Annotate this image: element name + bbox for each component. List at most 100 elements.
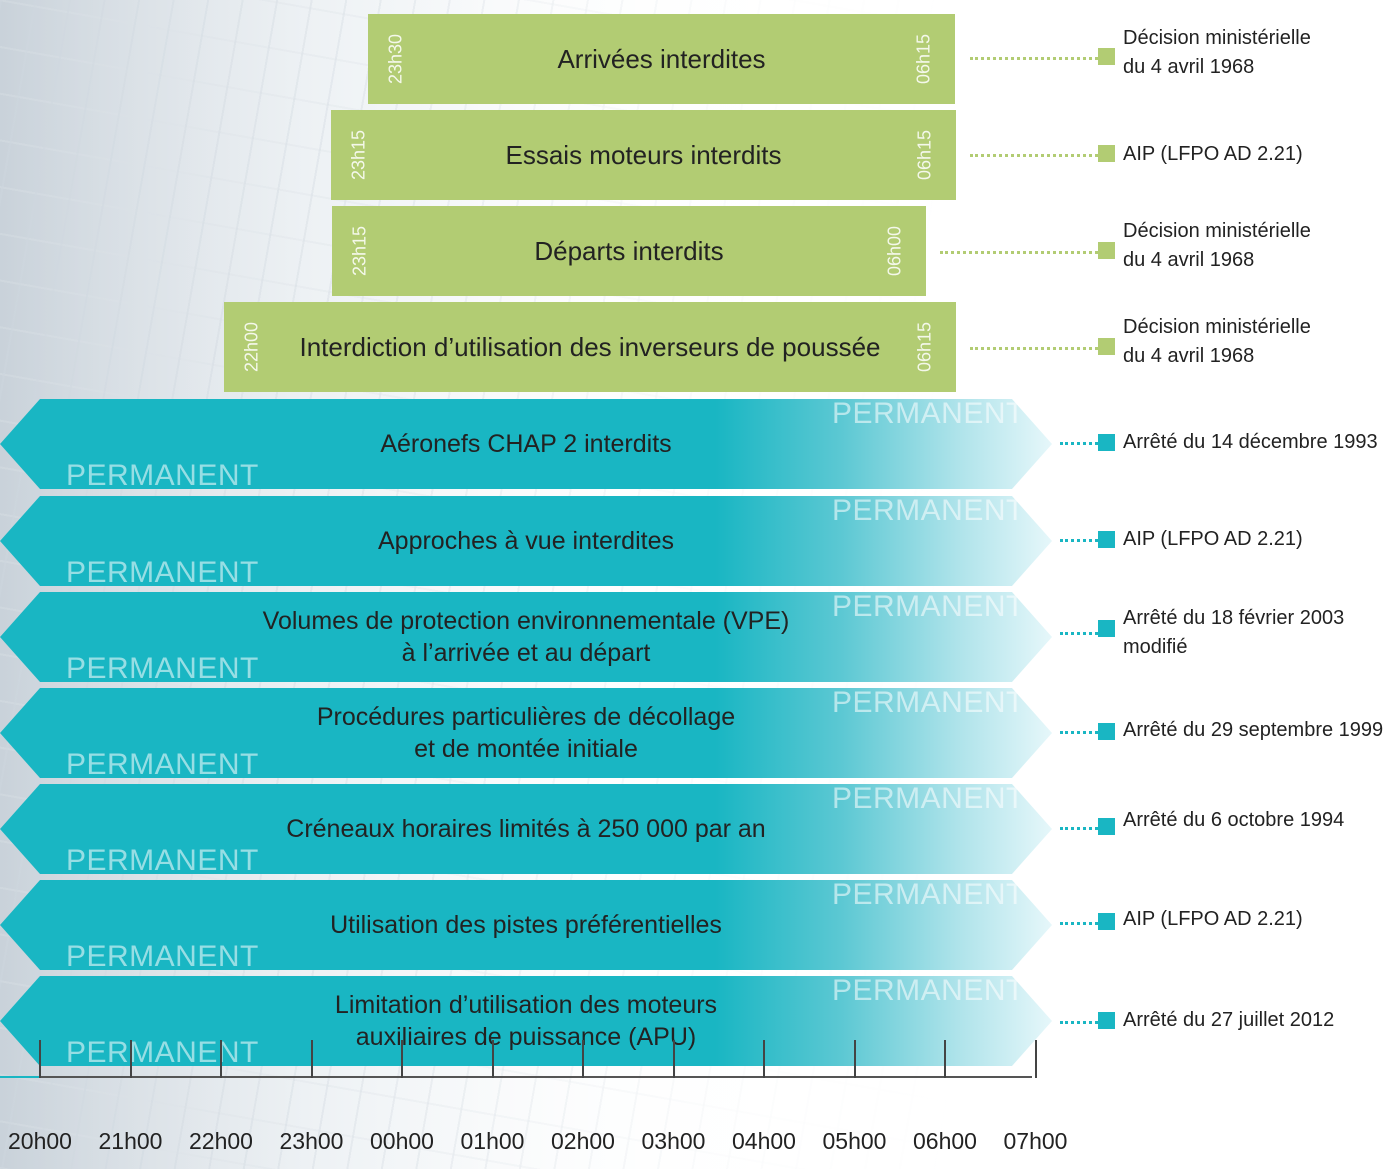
axis-tick-label: 01h00: [460, 1128, 525, 1154]
start-time: 23h15: [349, 225, 370, 277]
leader-line: [1060, 632, 1098, 635]
permanent-label: PERMANENT: [66, 940, 259, 973]
leader-line: [1060, 539, 1098, 542]
end-time: 06h15: [914, 321, 935, 373]
axis-tick-label: 02h00: [551, 1128, 615, 1154]
leader-line: [970, 347, 1098, 350]
reference-text: AIP (LFPO AD 2.21): [1123, 908, 1303, 930]
permanent-restriction-bar: PERMANENT PERMANENT Approches à vue inte…: [0, 496, 1052, 586]
leader-line: [970, 57, 1098, 60]
restriction-title: Arrivées interdites: [557, 43, 766, 74]
axis-tick: [39, 1040, 41, 1078]
legend-square: [1098, 620, 1115, 637]
leader-line: [940, 251, 1098, 254]
leader-line: [1060, 922, 1098, 925]
axis-tick-label: 23h00: [279, 1128, 344, 1154]
axis-tick: [582, 1040, 584, 1078]
start-time: 22h00: [241, 321, 262, 373]
leader-line: [1060, 442, 1098, 445]
axis-tick: [853, 1040, 856, 1078]
legend-square: [1098, 913, 1115, 930]
permanent-restriction-bar: PERMANENT PERMANENT Limitation d’utilisa…: [0, 976, 1052, 1066]
restriction-title: Utilisation des pistes préférentielles: [330, 911, 722, 939]
time-axis-line: [40, 1076, 1032, 1078]
restriction-title: Créneaux horaires limités à 250 000 par …: [286, 815, 766, 843]
axis-tick: [129, 1040, 132, 1078]
axis-tick: [944, 1040, 946, 1078]
legend-square: [1098, 723, 1115, 740]
legend-square: [1098, 1012, 1115, 1029]
legend-square: [1098, 242, 1115, 259]
leader-line: [1060, 731, 1098, 734]
end-time: 06h15: [913, 33, 934, 85]
axis-tick-label: 00h00: [370, 1128, 434, 1154]
axis-tick-label: 07h00: [1003, 1128, 1068, 1154]
permanent-label: PERMANENT: [66, 459, 259, 492]
permanent-restriction-bar: PERMANENT PERMANENT Volumes de protectio…: [0, 592, 1052, 682]
permanent-label: PERMANENT: [832, 397, 1025, 430]
permanent-label: PERMANENT: [66, 844, 259, 877]
permanent-label: PERMANENT: [832, 782, 1025, 815]
permanent-label: PERMANENT: [832, 590, 1025, 623]
permanent-label: PERMANENT: [832, 686, 1025, 719]
leader-line: [1060, 827, 1098, 830]
permanent-restriction-bar: PERMANENT PERMANENT Utilisation des pist…: [0, 880, 1052, 970]
reference-text: AIP (LFPO AD 2.21): [1123, 528, 1303, 550]
night-restriction-bar: 23h30 Arrivées interdites 06h15: [368, 14, 955, 104]
night-restriction-bar: 23h15 Essais moteurs interdits 06h15: [331, 110, 956, 200]
permanent-restriction-bar: PERMANENT PERMANENT Procédures particuli…: [0, 688, 1052, 778]
axis-tick: [401, 1040, 403, 1078]
restriction-title: Essais moteurs interdits: [505, 139, 782, 170]
reference-text: Arrêté du 27 juillet 2012: [1123, 1009, 1335, 1031]
legend-square: [1098, 531, 1115, 548]
axis-tick-label: 05h00: [822, 1128, 887, 1154]
legend-square: [1098, 434, 1115, 451]
axis-tick: [1034, 1040, 1037, 1078]
axis-tick-label: 21h00: [98, 1128, 163, 1154]
restriction-title: Aéronefs CHAP 2 interdits: [380, 430, 672, 458]
permanent-label: PERMANENT: [66, 652, 259, 685]
restriction-title: Départs interdits: [534, 235, 724, 266]
restriction-title: Volumes de protection environnementale (…: [262, 607, 790, 667]
reference-text: AIP (LFPO AD 2.21): [1123, 143, 1303, 165]
night-restriction-bar: 22h00 Interdiction d’utilisation des inv…: [224, 302, 956, 392]
restriction-title: Interdiction d’utilisation des inverseur…: [299, 331, 881, 362]
reference-text: Arrêté du 29 septembre 1999: [1123, 719, 1383, 741]
leader-line: [970, 154, 1098, 157]
axis-tick-label: 04h00: [732, 1128, 796, 1154]
restriction-title: Approches à vue interdites: [377, 527, 674, 555]
axis-tick: [220, 1040, 222, 1078]
axis-tick: [310, 1040, 313, 1078]
start-time: 23h30: [385, 33, 406, 85]
legend-square: [1098, 48, 1115, 65]
axis-tick-label: 20h00: [8, 1128, 72, 1154]
axis-tick-label: 22h00: [189, 1128, 253, 1154]
night-restriction-bar: 23h15 Départs interdits 06h00: [332, 206, 926, 296]
reference-text: Arrêté du 14 décembre 1993: [1123, 431, 1378, 453]
leader-line: [1060, 1021, 1098, 1024]
permanent-restriction-bar: PERMANENT PERMANENT Créneaux horaires li…: [0, 784, 1052, 874]
end-time: 06h15: [914, 129, 935, 181]
permanent-restriction-bar: PERMANENT PERMANENT Aéronefs CHAP 2 inte…: [0, 399, 1052, 489]
axis-tick-label: 03h00: [641, 1128, 706, 1154]
legend-square: [1098, 338, 1115, 355]
legend-square: [1098, 145, 1115, 162]
start-time: 23h15: [348, 129, 369, 181]
end-time: 06h00: [884, 225, 905, 277]
axis-tick: [491, 1040, 494, 1078]
permanent-label: PERMANENT: [832, 494, 1025, 527]
axis-tick-label: 06h00: [913, 1128, 977, 1154]
permanent-label: PERMANENT: [832, 878, 1025, 911]
legend-square: [1098, 818, 1115, 835]
permanent-label: PERMANENT: [66, 556, 259, 589]
permanent-label: PERMANENT: [66, 1036, 259, 1069]
permanent-label: PERMANENT: [66, 748, 259, 781]
axis-tick: [672, 1040, 675, 1078]
permanent-label: PERMANENT: [832, 974, 1025, 1007]
